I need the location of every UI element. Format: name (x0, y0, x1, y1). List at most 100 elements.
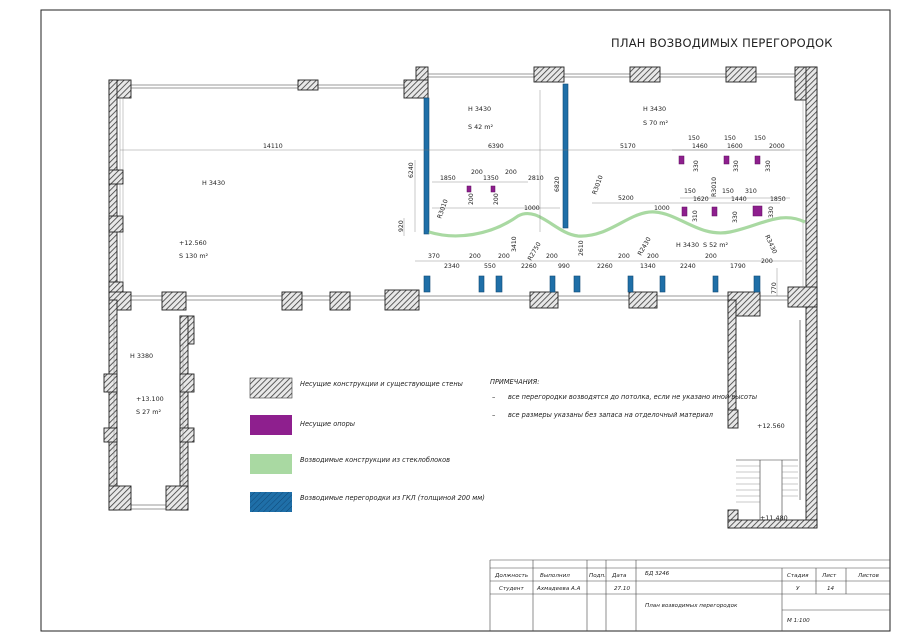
room-labels: H 3430 +12.560 S 130 m² H 3430 S 42 m² H… (130, 105, 788, 522)
svg-text:H 3430: H 3430 (643, 105, 666, 113)
legend-label-supports: Несущие опоры (300, 420, 355, 428)
svg-text:–: – (492, 411, 496, 419)
svg-text:14110: 14110 (263, 143, 283, 150)
svg-text:200: 200 (546, 253, 558, 260)
svg-text:330: 330 (768, 206, 775, 218)
svg-text:1850: 1850 (440, 175, 456, 182)
legend-swatch-gkl (250, 492, 292, 512)
svg-text:3410: 3410 (511, 236, 518, 252)
legend: Несущие конструкции и существующие стены… (249, 377, 485, 512)
svg-text:1620: 1620 (693, 196, 709, 203)
svg-text:27.10: 27.10 (614, 586, 630, 592)
svg-text:Стадия: Стадия (787, 573, 809, 579)
svg-text:200: 200 (505, 169, 517, 176)
svg-text:200: 200 (468, 193, 475, 205)
svg-text:5200: 5200 (618, 195, 634, 202)
svg-text:H 3430: H 3430 (202, 179, 225, 187)
svg-text:План возводимых перегородок: План возводимых перегородок (645, 603, 738, 609)
svg-text:–: – (492, 393, 496, 401)
svg-text:все перегородки возводятся до: все перегородки возводятся до потолка, е… (508, 393, 757, 401)
svg-text:У: У (796, 586, 800, 592)
svg-text:370: 370 (428, 253, 440, 260)
legend-swatch-supports (250, 415, 292, 435)
svg-text:R3010: R3010 (711, 177, 718, 197)
svg-text:550: 550 (484, 263, 496, 270)
svg-text:14: 14 (827, 586, 835, 592)
svg-text:+12.560: +12.560 (757, 422, 785, 430)
svg-text:S 70 m²: S 70 m² (643, 119, 668, 127)
svg-text:200: 200 (618, 253, 630, 260)
svg-text:6390: 6390 (488, 143, 504, 150)
svg-text:1340: 1340 (640, 263, 656, 270)
window-lines (113, 98, 804, 486)
svg-text:2240: 2240 (680, 263, 696, 270)
svg-text:H 3430: H 3430 (676, 241, 699, 249)
drawing-title: ПЛАН ВОЗВОДИМЫХ ПЕРЕГОРОДОК (611, 36, 833, 50)
svg-text:150: 150 (724, 135, 736, 142)
svg-text:S 52 m²: S 52 m² (703, 241, 728, 249)
notes: ПРИМЕЧАНИЯ: – все перегородки возводятся… (490, 378, 757, 419)
svg-text:R2750: R2750 (527, 241, 543, 262)
bearing-walls (103, 66, 818, 529)
svg-text:5170: 5170 (620, 143, 636, 150)
svg-text:6820: 6820 (554, 176, 561, 192)
svg-text:1600: 1600 (727, 143, 743, 150)
svg-text:150: 150 (722, 188, 734, 195)
svg-text:М 1:100: М 1:100 (787, 618, 810, 624)
svg-text:2340: 2340 (444, 263, 460, 270)
glass-block-wall (428, 210, 806, 238)
svg-text:200: 200 (498, 253, 510, 260)
svg-text:150: 150 (688, 135, 700, 142)
svg-text:310: 310 (745, 188, 757, 195)
svg-text:R3010: R3010 (436, 198, 449, 219)
svg-text:S 130 m²: S 130 m² (179, 252, 209, 260)
legend-swatch-walls (249, 377, 293, 399)
svg-text:6240: 6240 (408, 162, 415, 178)
svg-text:200: 200 (471, 169, 483, 176)
svg-text:200: 200 (705, 253, 717, 260)
title-block: Должность Выполнил Подп. Дата Студент Ах… (489, 559, 890, 631)
svg-text:БД 3246: БД 3246 (645, 571, 670, 577)
svg-text:330: 330 (732, 211, 739, 223)
svg-text:S 42 m²: S 42 m² (468, 123, 493, 131)
svg-text:920: 920 (398, 220, 405, 232)
svg-text:1850: 1850 (770, 196, 786, 203)
svg-text:+13.100: +13.100 (136, 395, 164, 403)
svg-text:R3430: R3430 (763, 234, 778, 255)
dimension-lines (120, 90, 805, 296)
svg-text:330: 330 (693, 160, 700, 172)
svg-text:200: 200 (761, 258, 773, 265)
svg-text:1000: 1000 (654, 205, 670, 212)
sheet-frame (40, 9, 891, 632)
svg-text:200: 200 (469, 253, 481, 260)
svg-text:+12.560: +12.560 (179, 239, 207, 247)
svg-text:Лист: Лист (821, 573, 837, 579)
svg-text:2610: 2610 (578, 240, 585, 256)
svg-text:200: 200 (647, 253, 659, 260)
svg-text:H 3430: H 3430 (468, 105, 491, 113)
svg-text:Студент: Студент (499, 586, 524, 592)
svg-text:2260: 2260 (597, 263, 613, 270)
svg-text:Ахмадеева А.А: Ахмадеева А.А (536, 586, 581, 592)
svg-text:1460: 1460 (692, 143, 708, 150)
svg-text:200: 200 (493, 193, 500, 205)
svg-text:+11.480: +11.480 (760, 514, 788, 522)
svg-text:H 3380: H 3380 (130, 352, 153, 360)
svg-text:2810: 2810 (528, 175, 544, 182)
svg-text:150: 150 (684, 188, 696, 195)
svg-text:770: 770 (771, 282, 778, 294)
svg-text:2260: 2260 (521, 263, 537, 270)
svg-text:990: 990 (558, 263, 570, 270)
legend-label-walls: Несущие конструкции и существующие стены (300, 380, 463, 388)
svg-text:S 27 m²: S 27 m² (136, 408, 161, 416)
svg-text:R3010: R3010 (591, 174, 604, 195)
legend-label-gkl: Возводимые перегородки из ГКЛ (толщиной … (300, 494, 485, 502)
legend-label-glass: Возводимые конструкции из стеклоблоков (300, 456, 450, 464)
svg-text:1440: 1440 (731, 196, 747, 203)
staircase (736, 459, 798, 520)
svg-text:Дата: Дата (611, 573, 627, 579)
svg-text:Подп.: Подп. (589, 573, 606, 579)
svg-text:150: 150 (754, 135, 766, 142)
svg-text:все размеры указаны без запаса: все размеры указаны без запаса на отдело… (508, 411, 714, 419)
